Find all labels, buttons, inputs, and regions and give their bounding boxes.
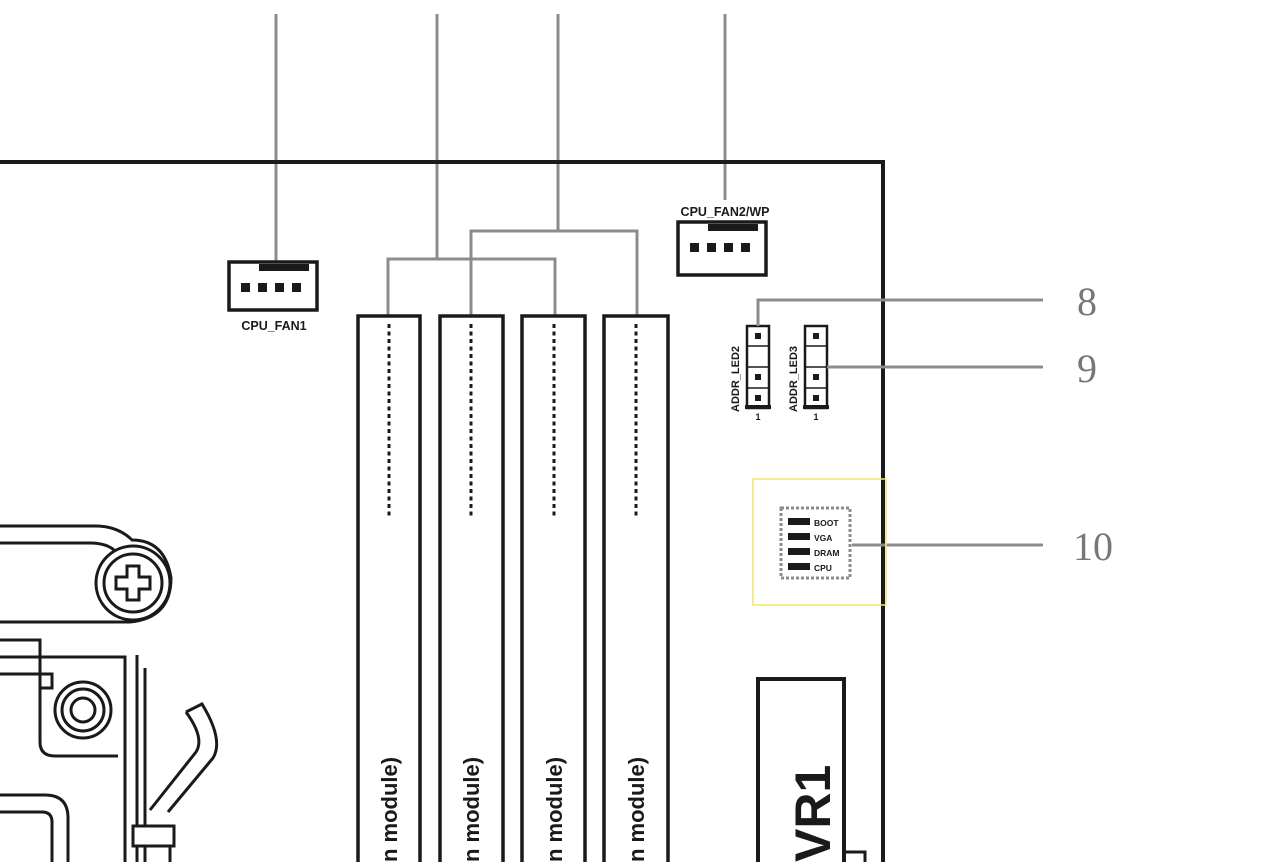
screw-icon xyxy=(114,564,152,602)
dimm-slot-text-4: n module) xyxy=(624,757,649,862)
callout-9: 9 xyxy=(1077,346,1097,391)
lever-icon xyxy=(131,702,219,862)
addr-led2-header xyxy=(745,324,771,410)
vr-heatsink: VR1 xyxy=(756,677,867,862)
addr-led3-header xyxy=(803,324,829,410)
top-leader-lines xyxy=(274,14,727,316)
dimm-slots: n module) n module) n module) n module) xyxy=(356,314,670,862)
cpu-fan1-header xyxy=(227,260,319,312)
cpu-fan1-label: CPU_FAN1 xyxy=(241,319,306,333)
debug-led-boot: BOOT xyxy=(814,518,839,528)
cpu-socket-bracket xyxy=(0,524,173,624)
dimm-slot-b2 xyxy=(602,314,670,862)
debug-led-cpu: CPU xyxy=(814,563,832,573)
callout-8: 8 xyxy=(1077,279,1097,324)
dimm-slot-text-2: n module) xyxy=(459,757,484,862)
debug-led-dram: DRAM xyxy=(814,548,840,558)
socket-frame xyxy=(0,638,147,862)
right-leader-lines xyxy=(756,298,1043,547)
dimm-slot-a1 xyxy=(356,314,422,862)
cpu-fan2-label: CPU_FAN2/WP xyxy=(681,205,770,219)
dimm-slot-text-3: n module) xyxy=(542,757,567,862)
callout-10: 10 xyxy=(1073,524,1113,569)
dimm-slot-a2 xyxy=(438,314,505,862)
addr-led2-pin1: 1 xyxy=(755,412,760,422)
addr-led2-label: ADDR_LED2 xyxy=(730,346,742,412)
addr-led3-label: ADDR_LED3 xyxy=(788,346,800,412)
dimm-slot-text-1: n module) xyxy=(377,757,402,862)
addr-led3-pin1: 1 xyxy=(813,412,818,422)
debug-led-vga: VGA xyxy=(814,533,832,543)
debug-led-highlight xyxy=(752,478,887,606)
dimm-slot-b1 xyxy=(520,314,587,862)
debug-led-group: BOOT VGA DRAM CPU xyxy=(779,506,852,580)
cpu-fan2-header xyxy=(676,220,768,277)
board-outline xyxy=(0,160,885,862)
vr-label: VR1 xyxy=(785,765,841,862)
